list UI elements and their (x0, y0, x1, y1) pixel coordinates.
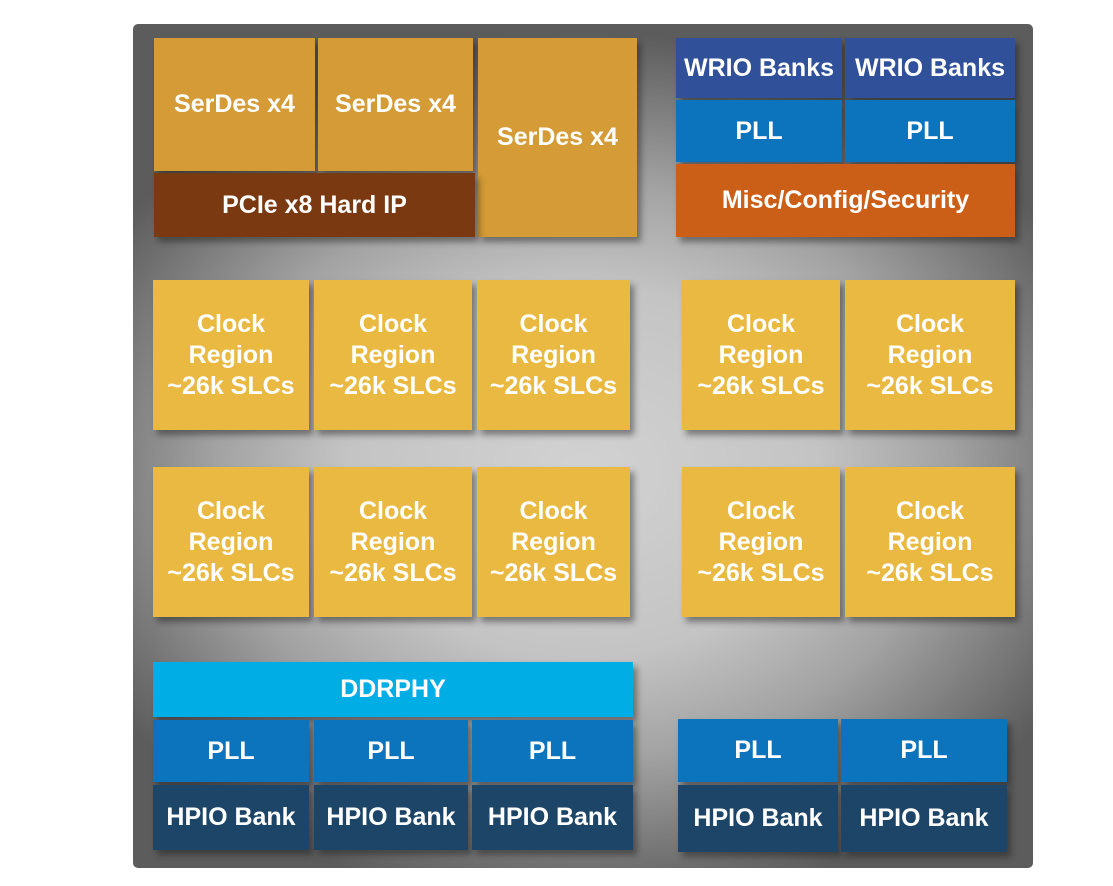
pll-block-bottom-right-2: PLL (841, 719, 1007, 782)
wrio-banks-label: WRIO Banks (683, 53, 835, 82)
clock-region-block-r1c4: Clock Region ~26k SLCs (682, 280, 840, 430)
clock-region-label: Clock Region ~26k SLCs (489, 496, 618, 587)
misc-config-security-label: Misc/Config/Security (721, 186, 970, 214)
pll-block-bottom-left-3: PLL (472, 720, 633, 782)
clock-region-block-r1c1: Clock Region ~26k SLCs (153, 280, 309, 430)
clock-region-block-r2c3: Clock Region ~26k SLCs (477, 467, 630, 617)
pll-block-bottom-left-1: PLL (153, 720, 309, 782)
pll-label: PLL (367, 736, 415, 765)
clock-region-block-r1c5: Clock Region ~26k SLCs (845, 280, 1015, 430)
hpio-bank-block-bottom-left-1: HPIO Bank (153, 785, 309, 850)
pll-block-bottom-right-1: PLL (678, 719, 838, 782)
clock-region-block-r2c1: Clock Region ~26k SLCs (153, 467, 309, 617)
clock-region-label: Clock Region ~26k SLCs (329, 309, 457, 400)
serdes-block-2: SerDes x4 (318, 38, 473, 171)
clock-region-block-r1c2: Clock Region ~26k SLCs (314, 280, 472, 430)
serdes-block-1: SerDes x4 (154, 38, 315, 171)
clock-region-block-r1c3: Clock Region ~26k SLCs (477, 280, 630, 430)
wrio-banks-block-2: WRIO Banks (845, 38, 1015, 98)
pll-label: PLL (207, 736, 255, 765)
clock-region-block-r2c2: Clock Region ~26k SLCs (314, 467, 472, 617)
pll-label: PLL (734, 736, 782, 764)
ddrphy-label: DDRPHY (340, 675, 446, 703)
clock-region-block-r2c5: Clock Region ~26k SLCs (845, 467, 1015, 617)
misc-config-security-block: Misc/Config/Security (676, 164, 1015, 237)
clock-region-label: Clock Region ~26k SLCs (167, 309, 295, 400)
pll-block-top-right-1: PLL (676, 100, 842, 162)
pll-block-bottom-left-2: PLL (314, 720, 468, 782)
pll-label: PLL (906, 116, 954, 145)
serdes-label: SerDes x4 (335, 90, 456, 118)
clock-region-label: Clock Region ~26k SLCs (866, 309, 994, 400)
clock-region-block-r2c4: Clock Region ~26k SLCs (682, 467, 840, 617)
ddrphy-block: DDRPHY (153, 662, 633, 717)
pll-block-top-right-2: PLL (845, 100, 1015, 162)
serdes-label: SerDes x4 (174, 90, 295, 118)
hpio-bank-label: HPIO Bank (487, 803, 618, 831)
hpio-bank-block-bottom-right-2: HPIO Bank (841, 785, 1007, 852)
hpio-bank-block-bottom-left-3: HPIO Bank (472, 785, 633, 850)
pcie-label: PCIe x8 Hard IP (222, 190, 407, 219)
hpio-bank-label: HPIO Bank (326, 803, 456, 831)
pll-label: PLL (900, 736, 948, 764)
clock-region-label: Clock Region ~26k SLCs (329, 496, 457, 587)
wrio-banks-label: WRIO Banks (854, 53, 1006, 82)
clock-region-label: Clock Region ~26k SLCs (489, 309, 618, 400)
hpio-bank-block-bottom-left-2: HPIO Bank (314, 785, 468, 850)
pll-label: PLL (528, 736, 577, 765)
clock-region-label: Clock Region ~26k SLCs (697, 309, 825, 400)
hpio-bank-block-bottom-right-1: HPIO Bank (678, 785, 838, 852)
pcie-hard-ip-block: PCIe x8 Hard IP (154, 173, 475, 237)
hpio-bank-label: HPIO Bank (859, 804, 989, 832)
hpio-bank-label: HPIO Bank (166, 803, 296, 831)
clock-region-label: Clock Region ~26k SLCs (167, 496, 295, 587)
clock-region-label: Clock Region ~26k SLCs (866, 496, 994, 587)
chip-die-outline: SerDes x4 SerDes x4 SerDes x4 PCIe x8 Ha… (133, 24, 1033, 868)
clock-region-label: Clock Region ~26k SLCs (697, 496, 825, 587)
serdes-block-3: SerDes x4 (478, 38, 637, 237)
hpio-bank-label: HPIO Bank (693, 804, 823, 832)
pll-label: PLL (735, 116, 783, 145)
serdes-label: SerDes x4 (497, 123, 618, 151)
wrio-banks-block-1: WRIO Banks (676, 38, 842, 98)
